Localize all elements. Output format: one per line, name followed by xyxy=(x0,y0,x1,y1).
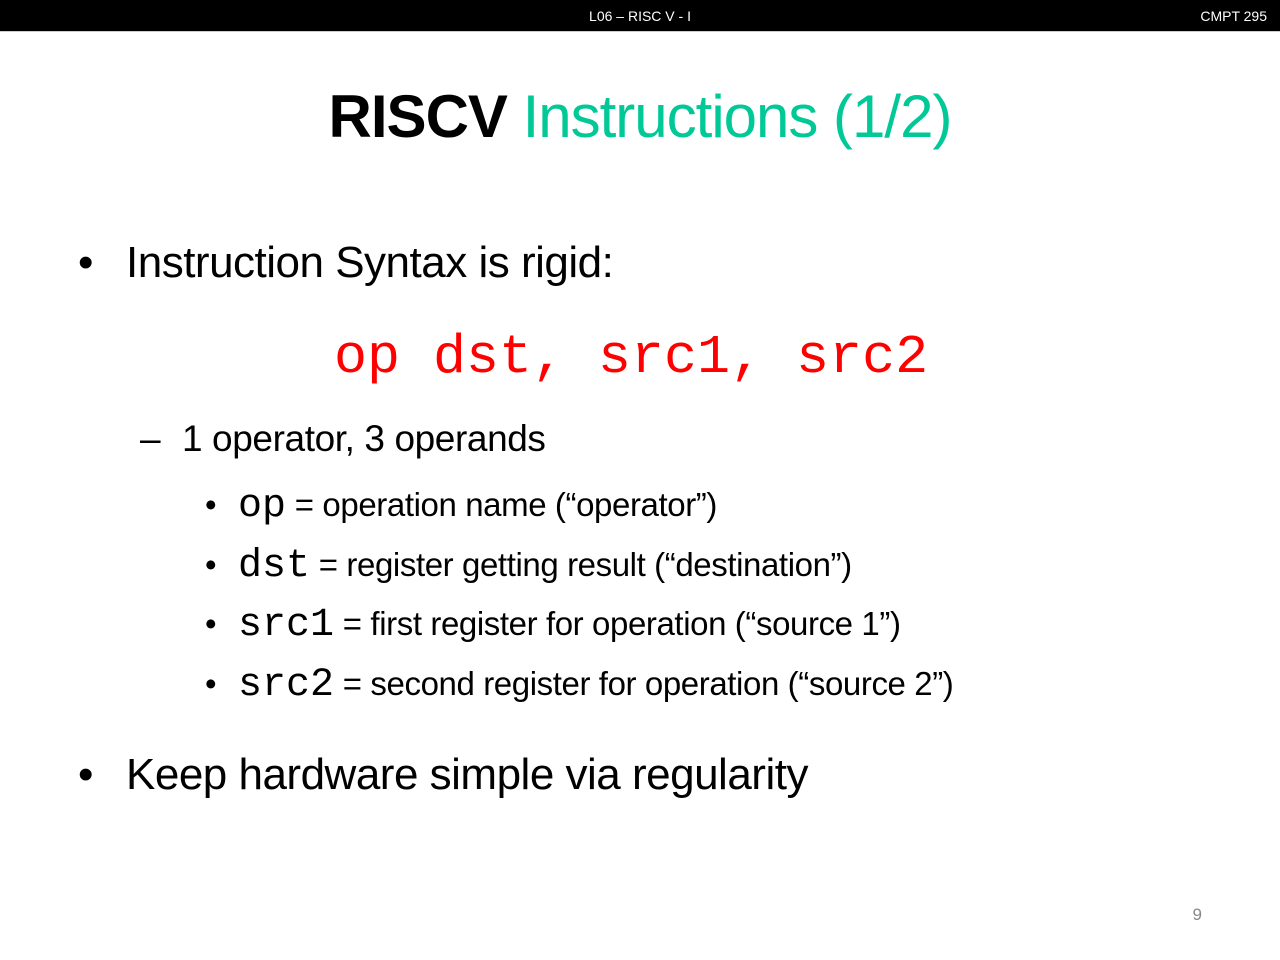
lecture-title: L06 – RISC V - I xyxy=(589,8,691,24)
bullet-regularity: • Keep hardware simple via regularity xyxy=(78,750,808,800)
title-colored: Instructions (1/2) xyxy=(522,83,953,150)
description: = second register for operation (“source… xyxy=(334,665,954,702)
slide-header-bar: L06 – RISC V - I CMPT 295 xyxy=(0,0,1280,32)
page-number: 9 xyxy=(1192,905,1202,924)
bullet-icon: • xyxy=(205,486,217,523)
term: dst xyxy=(238,544,311,589)
sub-bullet-text: 1 operator, 3 operands xyxy=(182,418,546,459)
bullet-icon: • xyxy=(78,238,93,287)
slide-title: RISCV Instructions (1/2) xyxy=(0,82,1280,151)
description: = operation name (“operator”) xyxy=(286,486,718,523)
term: src2 xyxy=(238,663,335,708)
sub-bullet: –1 operator, 3 operands xyxy=(140,418,546,460)
dash-icon: – xyxy=(140,418,161,459)
course-name: CMPT 295 xyxy=(1200,8,1267,24)
bullet-text: Keep hardware simple via regularity xyxy=(126,750,808,799)
syntax-code: op dst, src1, src2 xyxy=(334,326,929,389)
definition-dst: • dst = register getting result (“destina… xyxy=(205,544,852,589)
bullet-icon: • xyxy=(205,605,217,642)
definition-src1: • src1 = first register for operation (“s… xyxy=(205,603,901,648)
description: = first register for operation (“source … xyxy=(334,605,901,642)
definition-src2: • src2 = second register for operation (“… xyxy=(205,663,954,708)
description: = register getting result (“destination”… xyxy=(310,546,852,583)
bullet-text: Instruction Syntax is rigid: xyxy=(126,238,614,287)
term: src1 xyxy=(238,603,335,648)
bullet-icon: • xyxy=(205,665,217,702)
title-bold: RISCV xyxy=(328,83,508,150)
definition-op: • op = operation name (“operator”) xyxy=(205,484,717,529)
bullet-icon: • xyxy=(205,546,217,583)
bullet-icon: • xyxy=(78,750,93,799)
term: op xyxy=(238,484,287,529)
bullet-syntax: • Instruction Syntax is rigid: xyxy=(78,238,614,288)
